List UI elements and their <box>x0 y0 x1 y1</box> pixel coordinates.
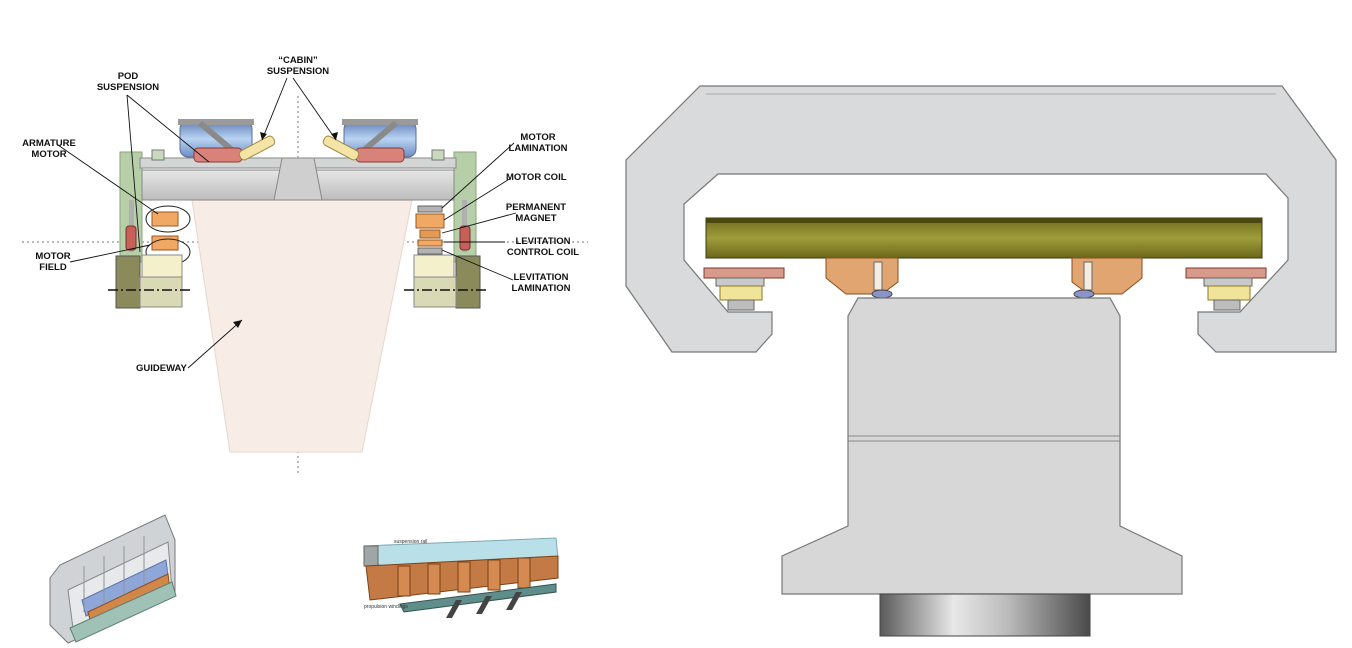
levitation-control-coil <box>417 239 443 247</box>
left-support-block <box>141 254 183 278</box>
center-hump <box>273 157 323 201</box>
permanent-magnet <box>419 229 441 239</box>
rail-support-legs <box>446 592 522 618</box>
right-red-post <box>459 225 471 251</box>
vehicle-body <box>781 297 1183 595</box>
curved-module-inset <box>49 514 177 644</box>
module-ribs <box>83 536 145 612</box>
label-motor-coil: MOTOR COIL <box>506 172 567 183</box>
right-guideway-rail <box>455 255 481 309</box>
vehicle-front-view <box>625 85 1337 637</box>
leader-lines <box>57 77 517 369</box>
label-guideway: GUIDEWAY <box>136 363 187 374</box>
right-red-cylinder <box>355 147 405 163</box>
left-red-post <box>125 225 137 251</box>
armature-motor-coil <box>151 211 179 227</box>
left-bracket-pin <box>873 261 883 291</box>
copper-winding-segments <box>397 557 531 597</box>
label-pod-suspension: POD SUSPENSION <box>96 71 160 93</box>
olive-beam-top <box>706 218 1262 223</box>
right-pod-hardware <box>1185 267 1267 311</box>
label-permanent-magnet: PERMANENT MAGNET <box>505 202 567 224</box>
label-levitation-control-coil: LEVITATION CONTROL COIL <box>506 236 580 258</box>
left-pivot <box>871 289 893 299</box>
motor-coil <box>415 213 445 229</box>
label-motor-lamination: MOTOR LAMINATION <box>508 132 568 154</box>
label-levitation-lamination: LEVITATION LAMINATION <box>511 272 571 294</box>
armature-motor-circle <box>145 205 191 233</box>
motor-field-coil <box>151 235 179 251</box>
left-base-plate <box>139 276 183 308</box>
label-armature-motor: ARMATURE MOTOR <box>22 138 76 160</box>
label-propulsion-windings: propulsion windings <box>364 604 408 610</box>
left-bracket <box>151 149 165 161</box>
label-suspension-rail: suspension rail <box>394 539 428 545</box>
rail-end-block <box>363 545 379 567</box>
module-base-track <box>69 581 177 643</box>
right-bracket-pin <box>1083 261 1093 291</box>
propulsion-windings-strip <box>399 583 557 613</box>
left-guideway-rail <box>115 255 141 309</box>
suspension-rail-inset <box>362 537 559 618</box>
right-copper-bracket <box>1071 257 1143 295</box>
motor-lamination <box>417 205 443 213</box>
bottom-cylinder <box>879 593 1091 637</box>
right-pivot <box>1073 289 1095 299</box>
right-base-plate <box>413 276 457 308</box>
levitation-lamination <box>417 247 443 255</box>
guideway-beam <box>191 199 413 453</box>
left-red-cylinder <box>193 147 243 163</box>
label-cabin-suspension: “CABIN” SUSPENSION <box>266 55 330 77</box>
leader-arrowheads <box>233 132 338 328</box>
left-strut <box>198 120 234 153</box>
right-bracket <box>431 149 445 161</box>
left-pod-hardware <box>703 267 785 311</box>
right-cabin-damper <box>322 135 360 161</box>
c-frame <box>625 85 1337 353</box>
cross-section-diagram <box>22 77 588 475</box>
label-motor-field: MOTOR FIELD <box>35 251 71 273</box>
olive-beam <box>705 217 1263 259</box>
left-cabin-damper <box>238 135 276 161</box>
left-copper-bracket <box>825 257 899 295</box>
right-strut <box>362 120 398 153</box>
right-support-block <box>413 254 455 278</box>
